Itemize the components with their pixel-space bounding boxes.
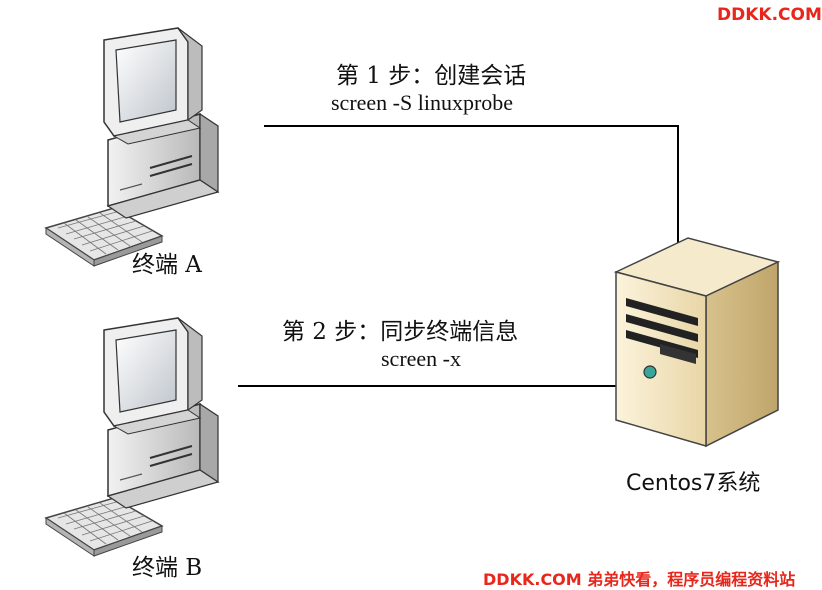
terminal-b-label: 终端 B	[132, 555, 203, 581]
step1-command: screen -S linuxprobe	[331, 90, 514, 115]
watermark-top: DDKK.COM	[717, 5, 822, 25]
desktop-computer-icon	[45, 27, 219, 267]
terminal-a-label: 终端 A	[132, 252, 202, 278]
server-tower-icon	[613, 237, 781, 448]
connection-line-a-to-server	[264, 125, 679, 260]
desktop-computer-icon	[45, 317, 219, 557]
step2-command: screen -x	[381, 346, 462, 371]
watermark-bottom: DDKK.COM 弟弟快看，程序员编程资料站	[483, 570, 796, 589]
server-label: Centos7系统	[626, 471, 761, 496]
step1-title: 第 1 步：创建会话	[336, 63, 527, 89]
step2-title: 第 2 步：同步终端信息	[282, 319, 519, 345]
